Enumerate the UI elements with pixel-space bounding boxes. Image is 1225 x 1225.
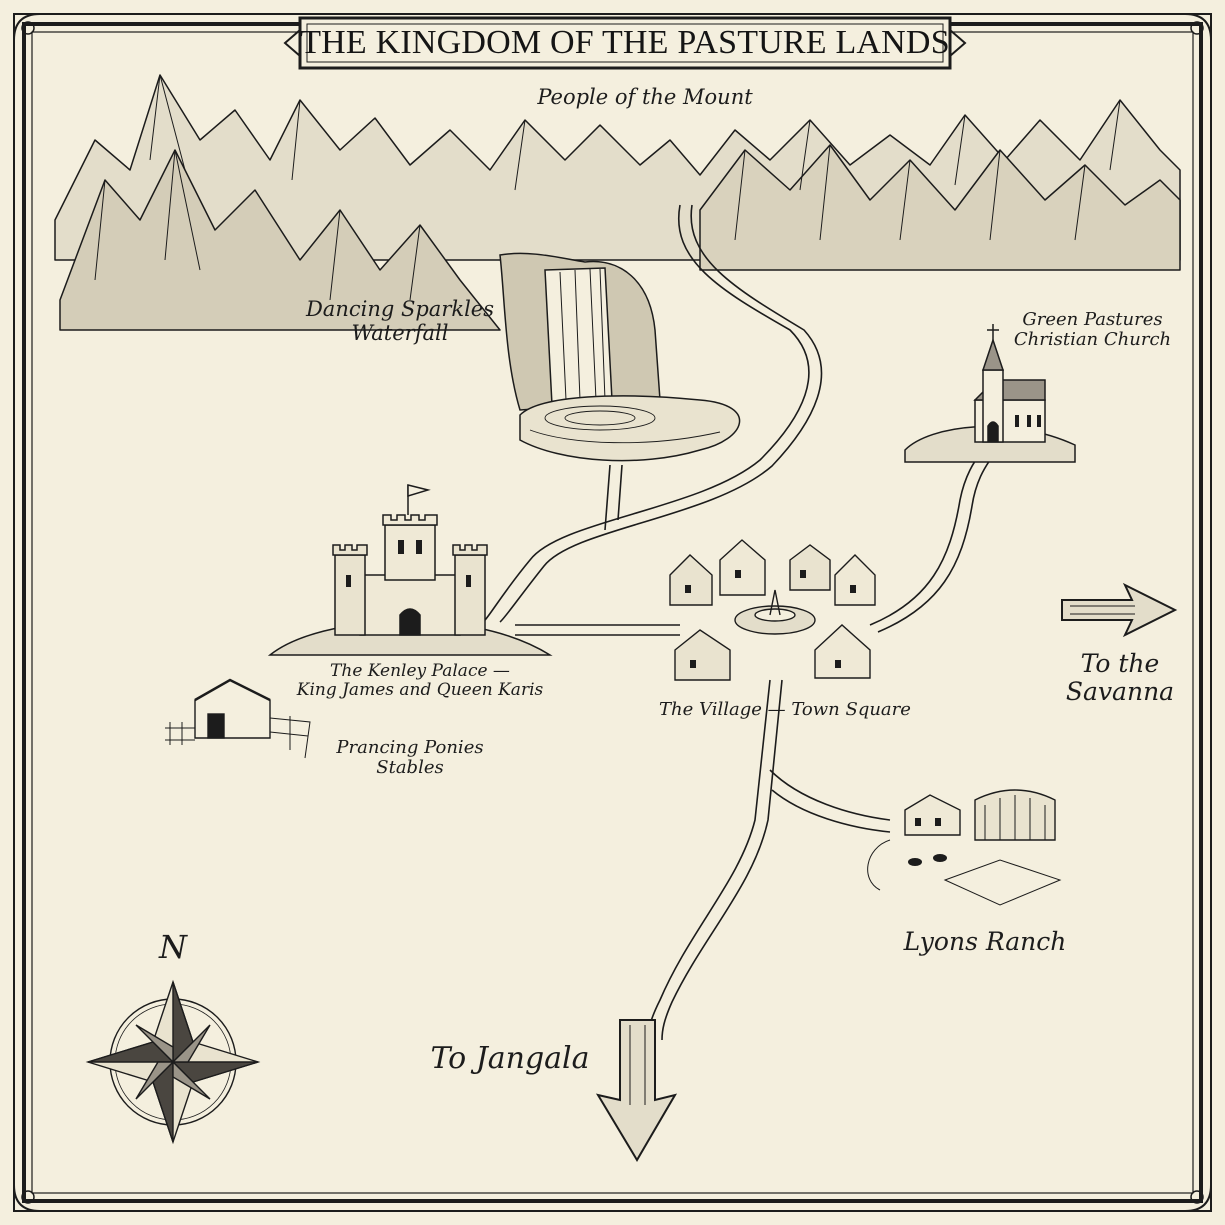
label-savanna-line1: To the xyxy=(1080,649,1160,678)
label-savanna-line2: Savanna xyxy=(1065,677,1175,706)
label-palace-line1: The Kenley Palace — xyxy=(330,661,510,681)
label-church-line2: Christian Church xyxy=(1013,329,1172,351)
compass-rose-icon xyxy=(85,979,261,1145)
title-cartouche xyxy=(283,16,967,70)
label-village: The Village — Town Square xyxy=(659,699,911,720)
label-people-of-the-mount: People of the Mount xyxy=(537,85,753,109)
village-icon xyxy=(669,539,876,681)
label-to-jangala: To Jangala xyxy=(430,1041,590,1076)
south-arrow-icon xyxy=(595,1019,678,1162)
label-stables: Prancing Ponies Stables xyxy=(320,737,500,779)
church-icon xyxy=(904,324,1076,463)
label-kenley-palace: The Kenley Palace — King James and Queen… xyxy=(290,661,550,701)
waterfall-icon xyxy=(499,252,741,462)
map-title: THE KINGDOM OF THE PASTURE LANDS xyxy=(300,24,950,61)
label-stables-line2: Stables xyxy=(376,757,444,779)
label-waterfall: Dancing Sparkles Waterfall xyxy=(285,297,515,345)
label-palace-line2: King James and Queen Karis xyxy=(296,680,544,701)
label-waterfall-line2: Waterfall xyxy=(351,320,449,345)
mountain-range-icon xyxy=(54,74,1181,331)
label-stables-line1: Prancing Ponies xyxy=(336,737,484,758)
label-lyons-ranch: Lyons Ranch xyxy=(903,927,1067,956)
label-savanna: To the Savanna xyxy=(1050,650,1190,706)
label-waterfall-line1: Dancing Sparkles xyxy=(305,297,495,321)
ranch-icon xyxy=(867,789,1062,906)
label-church: Green Pastures Christian Church xyxy=(985,309,1200,351)
castle-icon xyxy=(267,484,553,656)
compass-north-letter: N xyxy=(159,928,187,966)
east-arrow-icon xyxy=(1061,582,1178,638)
label-church-line1: Green Pastures xyxy=(1022,309,1163,330)
stable-icon xyxy=(165,678,311,759)
